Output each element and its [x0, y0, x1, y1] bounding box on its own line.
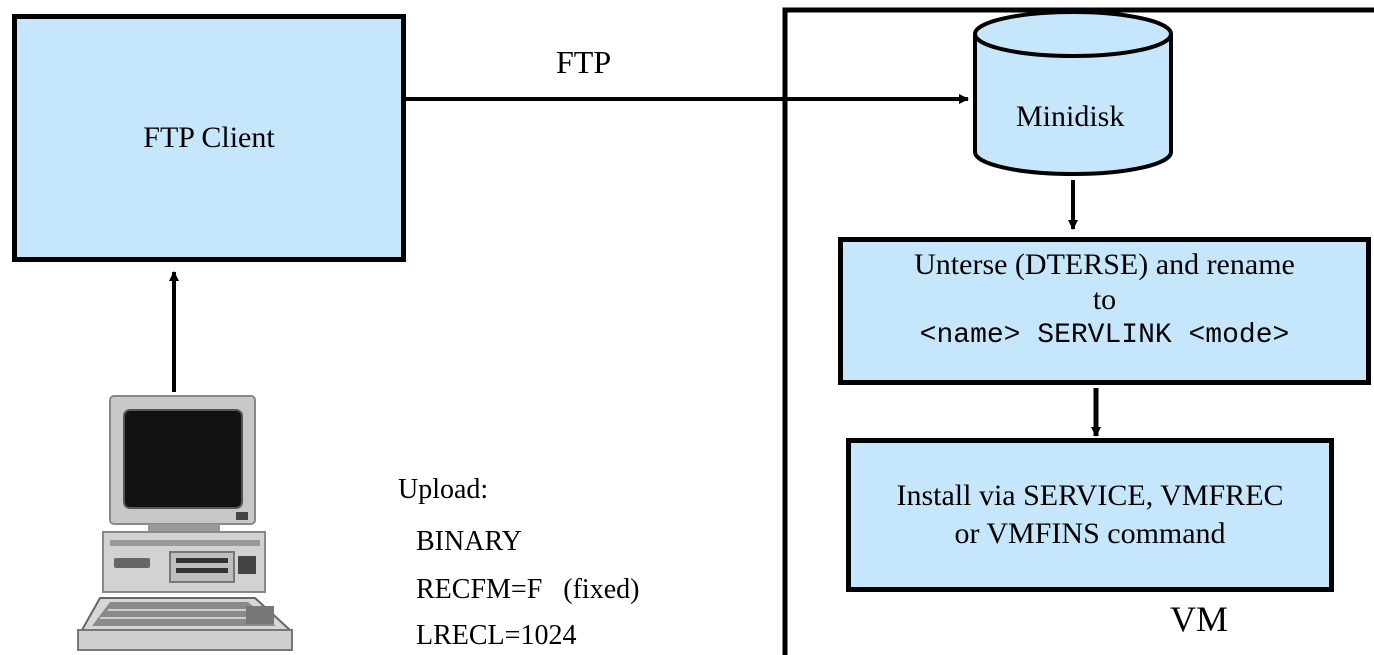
vm-boundary [782, 7, 1374, 655]
unterse-box: Unterse (DTERSE) and rename to <name> SE… [838, 237, 1371, 385]
minidisk-cylinder [973, 10, 1173, 176]
ftp-connection-label: FTP [556, 44, 612, 80]
minidisk-label: Minidisk [1016, 100, 1125, 133]
upload-title: Upload: [398, 474, 489, 505]
upload-item: LRECL=1024 [416, 620, 577, 651]
ftp-client-label: FTP Client [143, 121, 275, 154]
upload-item: BINARY [416, 526, 522, 557]
ftp-client-box: FTP Client [12, 14, 406, 262]
unterse-line-3: <name> SERVLINK <mode> [919, 320, 1290, 351]
unterse-line-1: Unterse (DTERSE) and rename [914, 248, 1295, 281]
vm-label: VM [1170, 599, 1229, 639]
install-line-1: Install via SERVICE, VMFREC [896, 479, 1284, 512]
desktop-computer-icon [77, 395, 293, 651]
upload-item: RECFM=F (fixed) [416, 574, 640, 605]
install-line-2: or VMFINS command [954, 517, 1226, 550]
install-box: Install via SERVICE, VMFREC or VMFINS co… [846, 438, 1334, 592]
unterse-line-2: to [1092, 283, 1117, 316]
